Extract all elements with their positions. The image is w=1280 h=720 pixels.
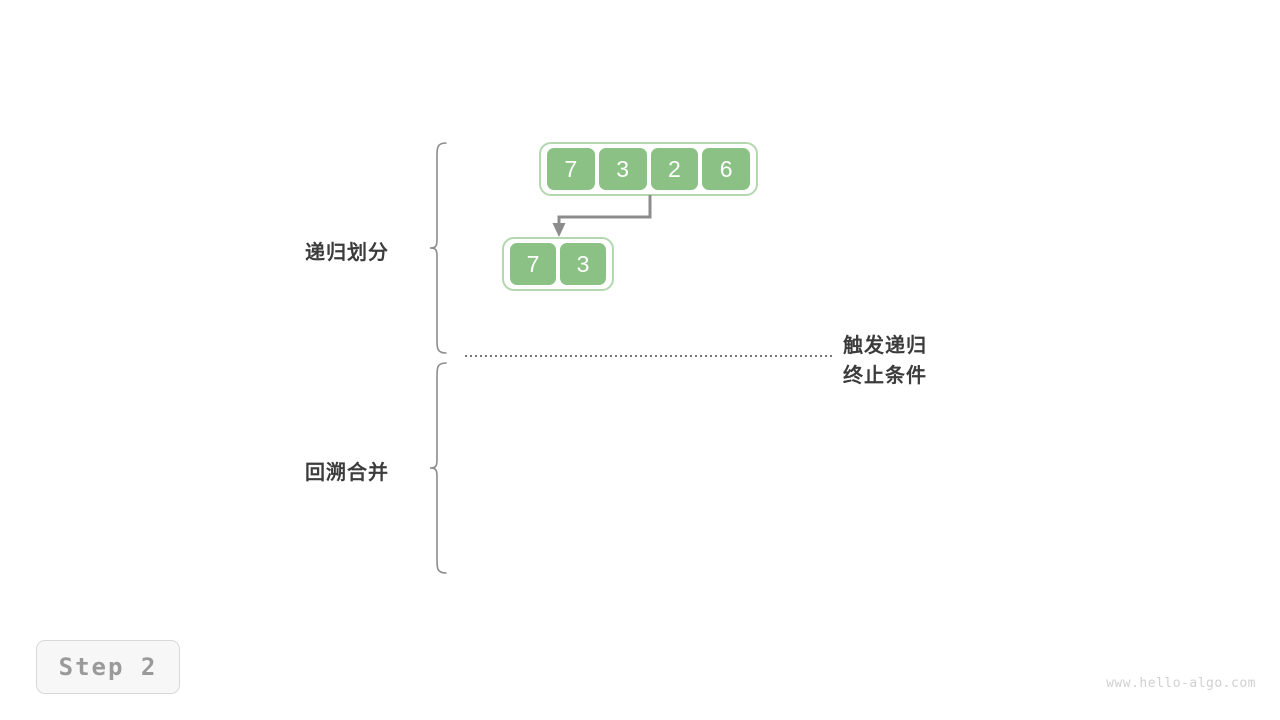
annotation-line-1: 触发递归: [843, 335, 927, 357]
brace-merge: [429, 362, 447, 574]
section-label-merge: 回溯合并: [305, 462, 389, 484]
array-cell: 2: [648, 146, 701, 192]
watermark: www.hello-algo.com: [1106, 676, 1256, 691]
annotation-termination-condition: 触发递归 终止条件: [843, 331, 927, 391]
array-left-half: 7 3: [502, 237, 614, 291]
brace-divide: [429, 142, 447, 354]
divide-arrow-icon: [552, 195, 652, 237]
step-badge: Step 2: [36, 640, 180, 694]
array-cell: 7: [545, 146, 597, 192]
array-cell: 3: [558, 241, 608, 287]
array-cell: 6: [700, 146, 752, 192]
phase-divider-dotted-line: [465, 355, 835, 357]
step-badge-label: Step 2: [58, 653, 158, 681]
array-cell: 7: [508, 241, 558, 287]
array-cell: 3: [596, 146, 649, 192]
annotation-line-2: 终止条件: [843, 365, 927, 387]
array-original: 7 3 2 6: [539, 142, 758, 196]
section-label-divide: 递归划分: [305, 242, 389, 264]
